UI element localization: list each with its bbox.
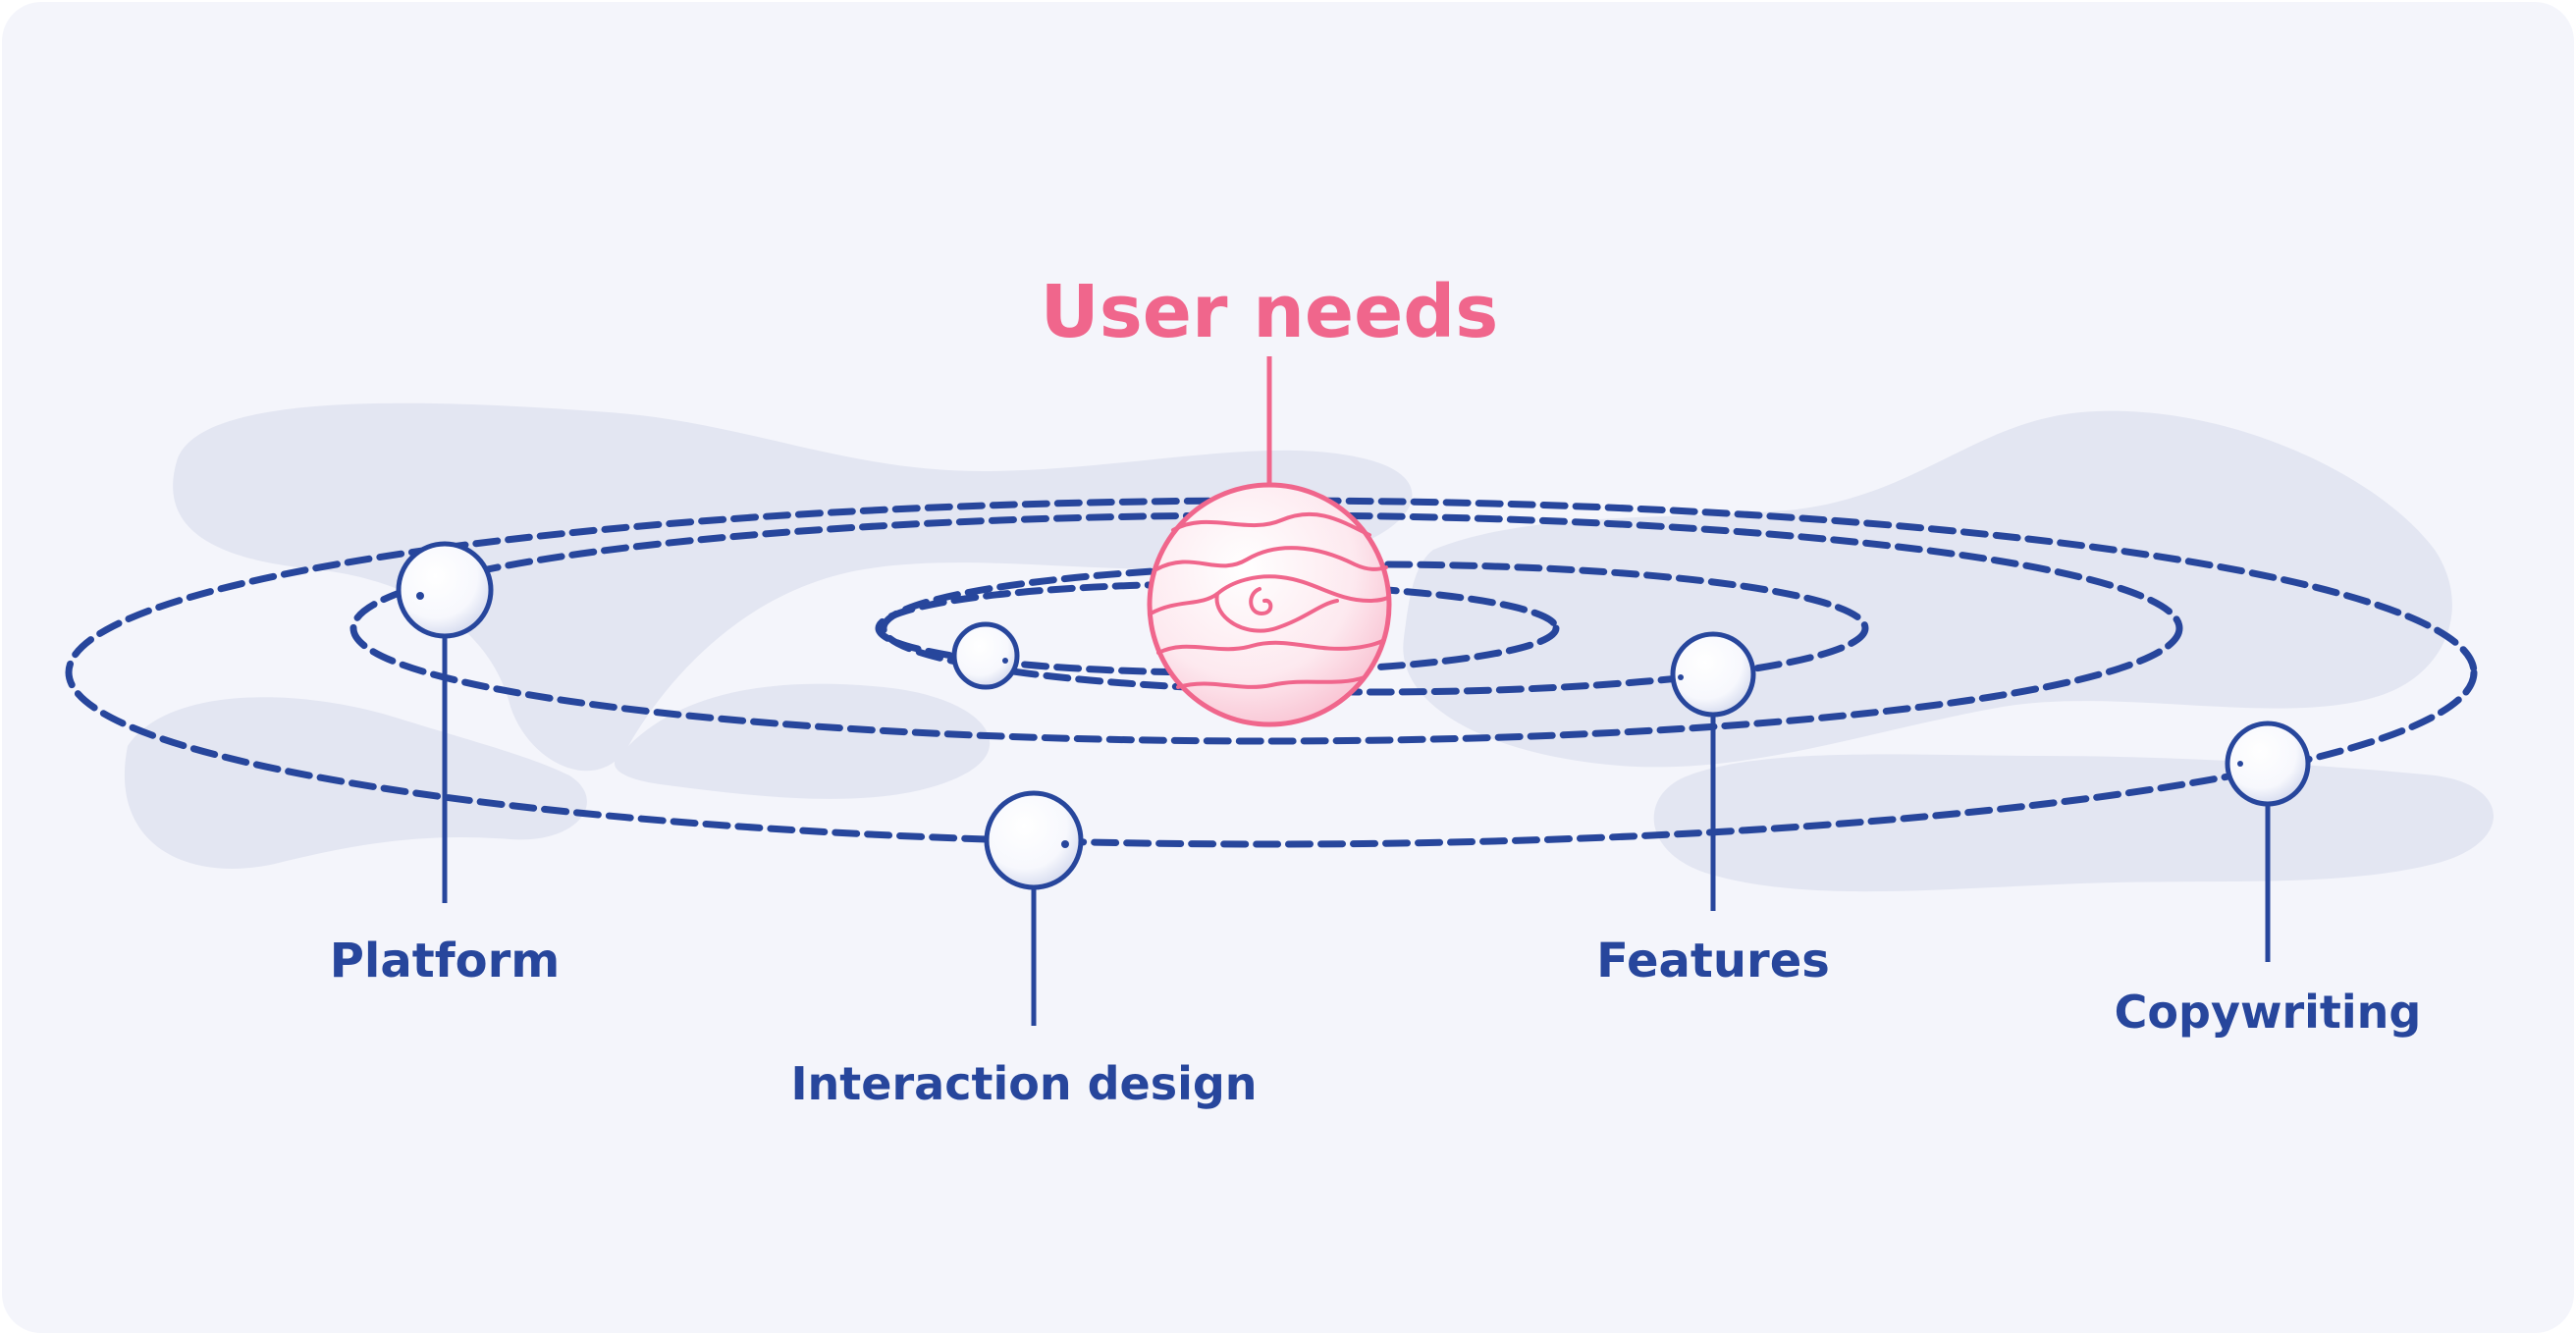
moon-platform [396,541,494,639]
node-label-features: Features [1596,934,1830,988]
moon-copywriting [2225,721,2311,807]
moon-interaction-design [984,790,1084,890]
user-needs-planet [1147,482,1392,727]
moon-features [1670,631,1756,718]
node-label-platform: Platform [330,934,561,988]
moons [396,541,2311,890]
node-label-interaction-design: Interaction design [790,1057,1257,1110]
moon-inner [951,621,1020,690]
cloud-right-bottom [1653,754,2494,892]
connector-lines [442,638,2271,1026]
cloud-left-top [173,402,1413,772]
node-label-copywriting: Copywriting [2115,986,2422,1039]
cloud-middle [614,683,991,799]
center-label: User needs [1041,270,1499,354]
